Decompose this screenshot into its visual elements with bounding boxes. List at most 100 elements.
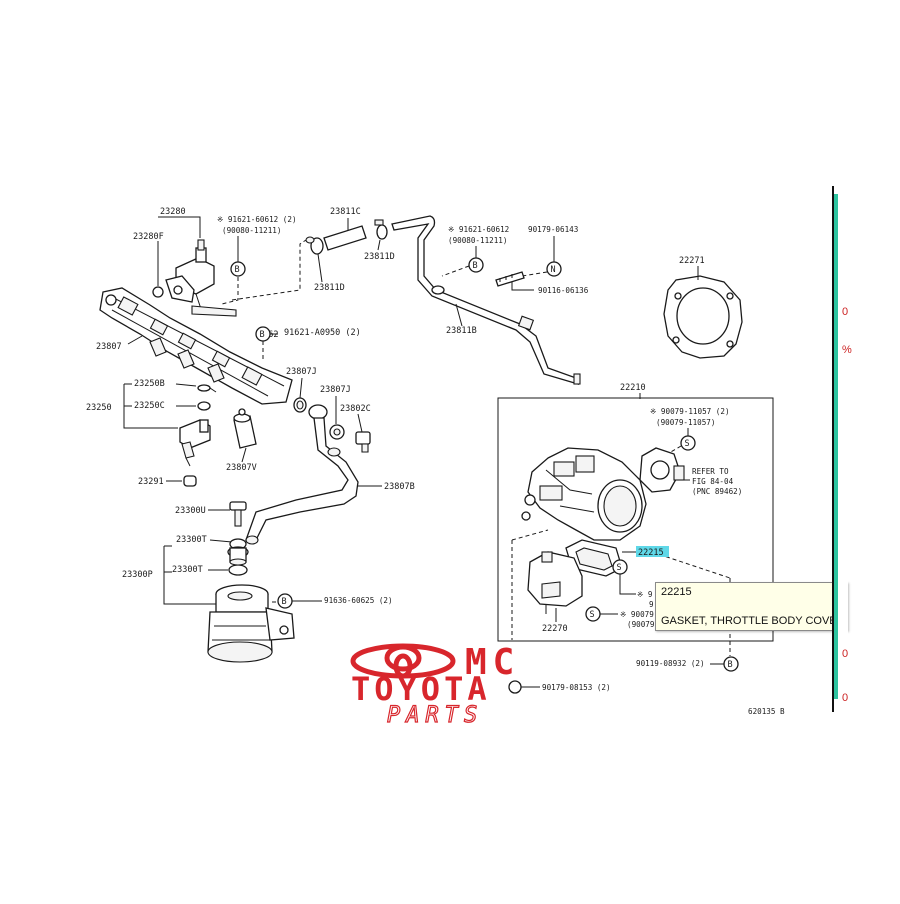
mc-toyota-parts-logo: MC TOYOTA PARTS bbox=[345, 642, 595, 729]
throttle-position-sensor[interactable] bbox=[639, 447, 685, 493]
spacer-dot bbox=[238, 408, 246, 416]
bolt-23300u[interactable] bbox=[229, 501, 247, 527]
symbol-s-1 bbox=[680, 435, 696, 451]
ref-90080-11211[interactable]: (90080-11211) bbox=[222, 226, 281, 235]
ref-90179-08153-2[interactable]: 90179-08153 (2) bbox=[542, 683, 611, 692]
label-23300t-a[interactable]: 23300T bbox=[176, 535, 207, 545]
svg-text:B: B bbox=[473, 261, 478, 271]
damper-cap-23300p[interactable] bbox=[227, 546, 249, 566]
toyota-emblem-icon bbox=[350, 643, 456, 679]
o-ring-23250c[interactable] bbox=[197, 401, 211, 411]
svg-text:B: B bbox=[282, 597, 287, 607]
fuel-rail-23807[interactable] bbox=[99, 287, 293, 405]
label-23802c[interactable]: 23802C bbox=[340, 404, 371, 414]
throttle-body-22210[interactable] bbox=[521, 447, 647, 541]
gasket-23300t-b[interactable] bbox=[228, 564, 248, 576]
label-22215[interactable]: 22215 bbox=[638, 548, 664, 558]
symbol-b-1 bbox=[230, 261, 246, 277]
insulator-23807v[interactable] bbox=[233, 413, 257, 449]
label-23300u[interactable]: 23300U bbox=[175, 506, 206, 516]
seal-23291[interactable] bbox=[183, 475, 197, 487]
symbol-n bbox=[546, 261, 562, 277]
label-23300p[interactable]: 23300P bbox=[122, 570, 153, 580]
label-23811c[interactable]: 23811C bbox=[330, 207, 361, 217]
side-mark-1: 0 bbox=[842, 306, 849, 318]
gasket-23807j-a[interactable] bbox=[293, 397, 307, 413]
ref-90116-06136[interactable]: 90116-06136 bbox=[538, 286, 589, 295]
logo-mc-text: MC bbox=[465, 642, 520, 683]
ref-91621-a0950-text[interactable]: 91621-A0950 (2) bbox=[284, 328, 361, 338]
label-22210[interactable]: 22210 bbox=[620, 383, 646, 393]
fuel-hose-23811c[interactable] bbox=[323, 225, 367, 251]
logo-toyota-text: TOYOTA bbox=[351, 670, 491, 708]
clamp-23811d-right[interactable] bbox=[374, 219, 388, 240]
label-22270[interactable]: 22270 bbox=[542, 624, 568, 634]
side-scroll-strip[interactable]: 0 % 0 0 bbox=[832, 186, 852, 712]
side-accent-bar bbox=[834, 194, 838, 699]
ref-91621-60612[interactable]: ※ 91621-60612 bbox=[448, 225, 509, 234]
svg-text:S: S bbox=[590, 610, 595, 620]
clamp-23811d-left[interactable] bbox=[305, 236, 324, 255]
fuel-pipe-23811b[interactable] bbox=[391, 215, 581, 385]
side-mark-4: 0 bbox=[842, 692, 849, 704]
ref-90079-11057[interactable]: (90079-11057) bbox=[656, 418, 715, 427]
ref-90079-b[interactable]: (90079 bbox=[627, 620, 655, 629]
tooltip-description: GASKET, THROTTLE BODY COVER bbox=[661, 615, 845, 627]
gasket-22271[interactable] bbox=[663, 275, 743, 359]
label-23811b[interactable]: 23811B bbox=[446, 326, 477, 336]
gasket-23807j-b[interactable] bbox=[329, 424, 345, 440]
gasket-22215[interactable] bbox=[565, 539, 623, 577]
label-23811d-top[interactable]: 23811D bbox=[364, 252, 395, 262]
svg-text:B: B bbox=[728, 660, 733, 670]
label-23807[interactable]: 23807 bbox=[96, 342, 122, 352]
svg-text:S: S bbox=[685, 439, 690, 449]
label-bg bbox=[278, 326, 368, 338]
refer-to-text[interactable]: REFER TO bbox=[692, 467, 729, 476]
label-23250b[interactable]: 23250B bbox=[134, 379, 165, 389]
svg-text:N: N bbox=[551, 265, 556, 275]
label-23291[interactable]: 23291 bbox=[138, 477, 164, 487]
side-mark-3: 0 bbox=[842, 648, 849, 660]
label-22271[interactable]: 22271 bbox=[679, 256, 705, 266]
pressure-regulator-23280[interactable] bbox=[165, 239, 237, 317]
pulsation-damper-23300[interactable] bbox=[207, 584, 295, 663]
ref-90079-11057-2[interactable]: ※ 90079-11057 (2) bbox=[650, 407, 730, 416]
ref-90080-11211-b[interactable]: (90080-11211) bbox=[448, 236, 507, 245]
logo-parts-text: PARTS bbox=[387, 703, 483, 727]
throttle-body-group-box bbox=[497, 397, 774, 642]
tooltip-part-number: 22215 bbox=[661, 586, 692, 598]
label-23807j-b[interactable]: 23807J bbox=[320, 385, 351, 395]
label-23280[interactable]: 23280 bbox=[160, 207, 186, 217]
refer-pnc-text[interactable]: (PNC 89462) bbox=[692, 487, 742, 496]
o-ring-23280f[interactable] bbox=[152, 286, 164, 298]
ref-91621-60612-2[interactable]: ※ 91621-60612 (2) bbox=[217, 215, 297, 224]
label-23250[interactable]: 23250 bbox=[86, 403, 112, 413]
ref-9-b[interactable]: 9 bbox=[649, 600, 654, 609]
label-23807v[interactable]: 23807V bbox=[226, 463, 257, 473]
part-tooltip: 22215 GASKET, THROTTLE BODY COVER bbox=[655, 582, 848, 631]
label-23300t-b[interactable]: 23300T bbox=[172, 565, 203, 575]
ref-90079-a[interactable]: ※ 90079- bbox=[620, 610, 658, 619]
svg-text:B: B bbox=[260, 330, 265, 340]
refer-fig-text[interactable]: FIG 84-04 bbox=[692, 477, 734, 486]
ref-91636-60625-2[interactable]: 91636-60625 (2) bbox=[324, 596, 393, 605]
o-ring-23250b[interactable] bbox=[197, 384, 217, 393]
label-23811d-bottom[interactable]: 23811D bbox=[314, 283, 345, 293]
injector-23250[interactable] bbox=[179, 419, 211, 467]
ref-90119-08932-2[interactable]: 90119-08932 (2) bbox=[636, 659, 705, 668]
figure-number: 620135 B bbox=[748, 707, 785, 716]
label-23807j-a[interactable]: 23807J bbox=[286, 367, 317, 377]
label-22215-highlight bbox=[636, 546, 669, 557]
label-23250c[interactable]: 23250C bbox=[134, 401, 165, 411]
throttle-body-cover-22270[interactable] bbox=[527, 551, 583, 614]
ref-90179-06143[interactable]: 90179-06143 bbox=[528, 225, 578, 234]
label-23280f[interactable]: 23280F bbox=[133, 232, 164, 242]
side-mark-2: % bbox=[842, 344, 852, 356]
stud-90116-06136[interactable] bbox=[495, 271, 525, 287]
label-23807b[interactable]: 23807B bbox=[384, 482, 415, 492]
ref-9-a[interactable]: ※ 9 bbox=[637, 590, 653, 599]
fuel-hose-23807b[interactable] bbox=[245, 404, 359, 545]
union-bolt-23802c[interactable] bbox=[355, 431, 371, 453]
